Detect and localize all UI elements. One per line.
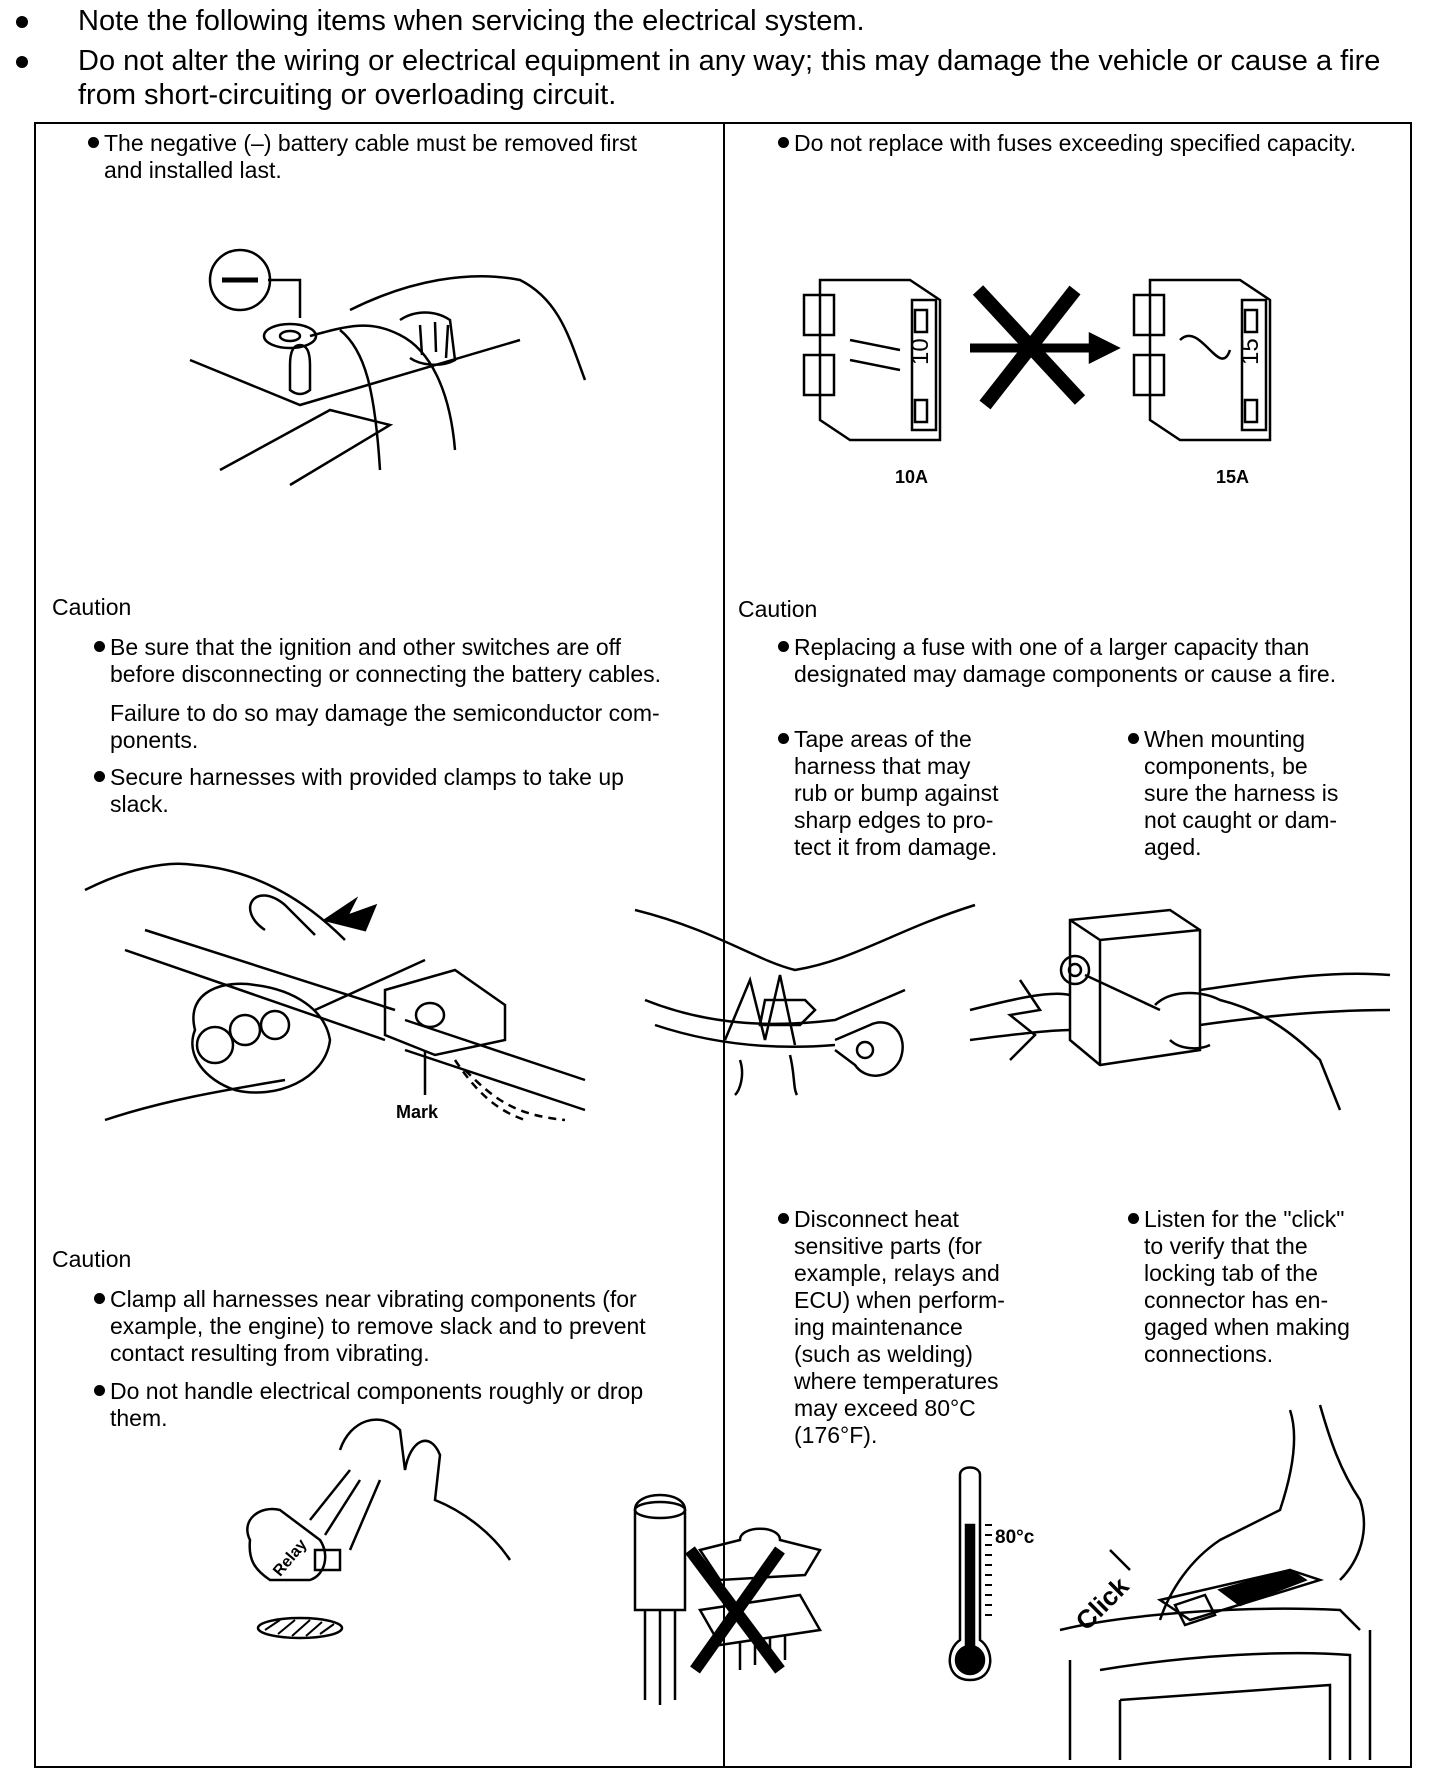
tape-harness-illustration: [635, 900, 995, 1100]
connector-click-illustration: Click: [1040, 1400, 1420, 1760]
heat-sensitive-note: Disconnect heat sensitive parts (for exa…: [778, 1206, 1108, 1449]
text-line: before disconnecting or connecting the b…: [110, 661, 662, 687]
mounting-note: When mounting components, be sure the ha…: [1128, 726, 1418, 861]
text-line: (176°F).: [794, 1422, 878, 1448]
text-line: Replacing a fuse with one of a larger ca…: [794, 634, 1310, 660]
caution-heading: Caution: [52, 1246, 132, 1272]
bullet-dot: [778, 733, 789, 744]
caution-heading: Caution: [738, 596, 818, 622]
heat-sensitive-parts-illustration: [630, 1470, 890, 1720]
handling-caution: Do not handle electrical components roug…: [94, 1378, 714, 1432]
text-line: contact resulting from vibrating.: [110, 1340, 430, 1366]
mark-label: Mark: [396, 1102, 439, 1122]
mounting-component-illustration: [970, 900, 1390, 1110]
bullet-dot: [94, 641, 105, 652]
text-line: to verify that the: [1144, 1233, 1308, 1259]
text-line: Clamp all harnesses near vibrating compo…: [110, 1286, 637, 1312]
text-line: The negative (–) battery cable must be r…: [104, 130, 638, 156]
bullet-dot: [778, 137, 789, 148]
bullet-dot: [778, 641, 789, 652]
text-line: Disconnect heat: [794, 1206, 959, 1232]
text-line: where temperatures: [794, 1368, 999, 1394]
text-line: Do not handle electrical components roug…: [110, 1378, 644, 1404]
text-line: Secure harnesses with provided clamps to…: [110, 764, 624, 790]
tape-harness-note: Tape areas of the harness that may rub o…: [778, 726, 1108, 861]
bullet-dot: [1128, 733, 1139, 744]
text-line: gaged when making: [1144, 1314, 1350, 1340]
text-line: tect it from damage.: [794, 834, 998, 860]
bullet-dot: [1128, 1213, 1139, 1224]
text-line: Failure to do so may damage the semicond…: [110, 700, 660, 726]
bullet-dot: [94, 1293, 105, 1304]
caution-heading: Caution: [52, 594, 132, 620]
fuse-15a-icon: 15: [1134, 280, 1270, 440]
prohibited-x-icon: [690, 1550, 780, 1670]
clamps-note: Secure harnesses with provided clamps to…: [94, 764, 714, 818]
text-line: ing maintenance: [794, 1314, 963, 1340]
relay-text: Relay: [270, 1536, 311, 1580]
text-line: Listen for the "click": [1144, 1206, 1345, 1232]
relay-icon: Relay: [247, 1509, 340, 1580]
text-line: example, relays and: [794, 1260, 1000, 1286]
text-line: When mounting: [1144, 726, 1306, 752]
harness-clamp-illustration: [85, 840, 605, 1140]
bullet-dot: [778, 1213, 789, 1224]
battery-cable-note: The negative (–) battery cable must be r…: [88, 130, 708, 184]
text-line: locking tab of the: [1144, 1260, 1318, 1286]
text-line: designated may damage components or caus…: [794, 661, 1337, 687]
thermometer-label: 80°c: [995, 1527, 1035, 1548]
bullet-dot: [16, 56, 28, 68]
fuse-10a-label: 10A: [895, 467, 929, 487]
failure-note: Failure to do so may damage the semicond…: [110, 700, 710, 754]
battery-terminal-illustration: [190, 240, 610, 520]
text-line: harness that may: [794, 753, 971, 779]
warning-bullet: Do not alter the wiring or electrical eq…: [16, 44, 1436, 114]
ignition-caution: Be sure that the ignition and other swit…: [94, 634, 714, 688]
bullet-dot: [88, 137, 99, 148]
text-line: Be sure that the ignition and other swit…: [110, 634, 621, 660]
vibration-caution: Clamp all harnesses near vibrating compo…: [94, 1286, 714, 1367]
warning-text-line2: from short-circuiting or overloading cir…: [78, 79, 617, 111]
text-line: slack.: [110, 791, 169, 817]
text-line: ponents.: [110, 727, 199, 753]
text-line: connector has en-: [1144, 1287, 1329, 1313]
text-line: sharp edges to pro-: [794, 807, 994, 833]
fuse-10a-icon: 10: [804, 280, 940, 440]
text-line: ECU) when perform-: [794, 1287, 1005, 1313]
text-line: sensitive parts (for: [794, 1233, 982, 1259]
ecu-chip-icon: [700, 1595, 820, 1645]
text-line: may exceed 80°C: [794, 1395, 976, 1421]
prohibited-x-icon: [970, 290, 1118, 405]
text-line: rub or bump against: [794, 780, 999, 806]
bullet-dot: [94, 1385, 105, 1396]
fuse-capacity-note: Do not replace with fuses exceeding spec…: [778, 130, 1398, 157]
relay-drop-illustration: Relay: [230, 1410, 530, 1650]
intro-text: Note the following items when servicing …: [78, 5, 865, 37]
text-line: them.: [110, 1405, 168, 1431]
fuse-10a-value: 10: [907, 338, 934, 365]
fuse-15a-label: 15A: [1216, 467, 1250, 487]
bullet-dot: [16, 16, 28, 28]
transistor-icon: [635, 1495, 685, 1610]
fuse-comparison-illustration: 10 15: [800, 260, 1320, 450]
fuse-replacement-caution: Replacing a fuse with one of a larger ca…: [778, 634, 1418, 688]
click-verify-note: Listen for the "click" to verify that th…: [1128, 1206, 1418, 1368]
text-line: example, the engine) to remove slack and…: [110, 1313, 646, 1339]
text-line: Tape areas of the: [794, 726, 972, 752]
column-divider: [723, 122, 725, 1768]
text-line: (such as welding): [794, 1341, 973, 1367]
text-line: and installed last.: [104, 157, 282, 183]
text-line: sure the harness is: [1144, 780, 1339, 806]
thermometer-icon: [940, 1465, 1020, 1695]
text-line: aged.: [1144, 834, 1202, 860]
bullet-dot: [94, 771, 105, 782]
text-line: not caught or dam-: [1144, 807, 1338, 833]
text-line: Do not replace with fuses exceeding spec…: [794, 130, 1357, 156]
text-line: components, be: [1144, 753, 1308, 779]
warning-text-line1: Do not alter the wiring or electrical eq…: [78, 45, 1381, 77]
fuse-15a-value: 15: [1237, 338, 1264, 365]
text-line: connections.: [1144, 1341, 1274, 1367]
